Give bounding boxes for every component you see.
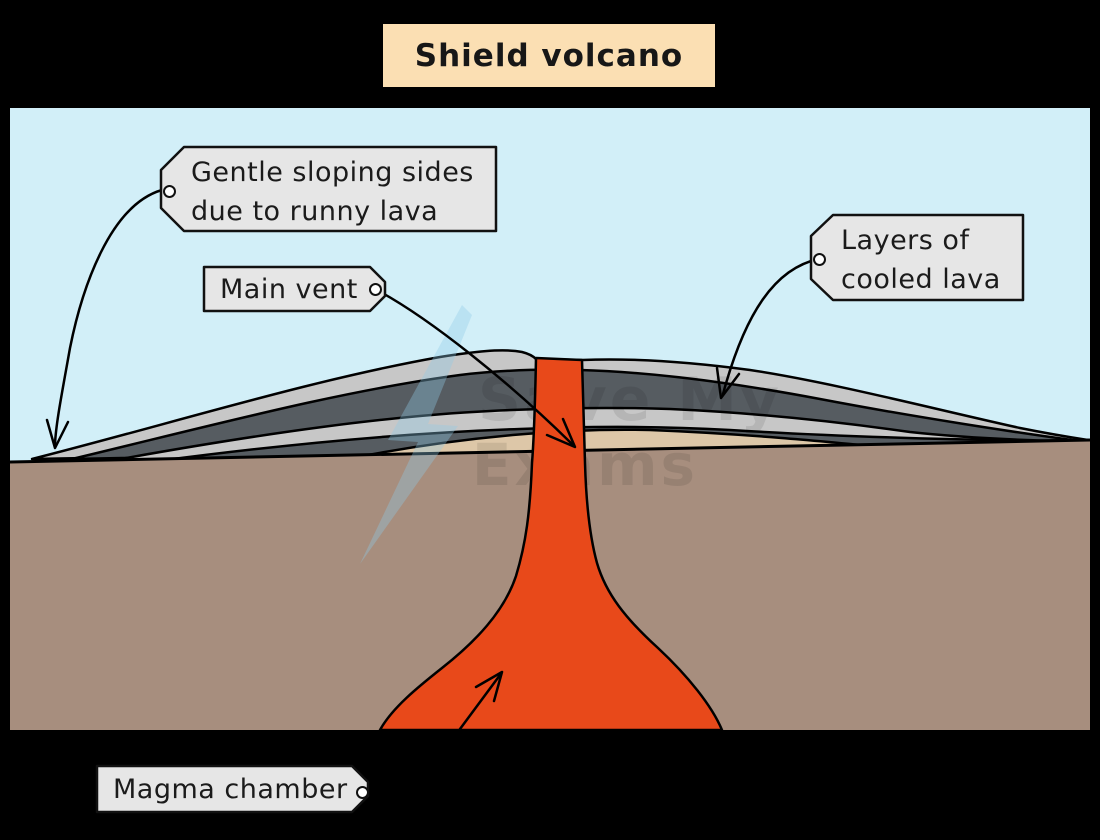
tag-eyelet	[163, 185, 176, 198]
label-line: Magma chamber	[113, 774, 348, 805]
volcano-illustration: Save My Exams	[10, 108, 1090, 730]
tag-eyelet	[369, 283, 382, 296]
watermark-bolt	[360, 305, 472, 564]
arrow-cooled-lava-layers	[715, 257, 821, 400]
label-line: Gentle sloping sides	[191, 157, 474, 188]
label-magma-chamber: Magma chamber	[95, 764, 370, 814]
tag-eyelet	[813, 253, 826, 266]
arrow-main-vent	[373, 287, 577, 449]
label-cooled-lava-layers-text: Layers of cooled lava	[809, 213, 1025, 302]
main-vent-and-magma-chamber	[378, 356, 724, 730]
label-line: cooled lava	[841, 264, 1001, 295]
arrow-magma-chamber	[458, 670, 504, 730]
label-tag-shape	[202, 265, 387, 313]
label-tag-shape	[809, 213, 1025, 302]
label-line: Main vent	[220, 274, 358, 305]
label-line: due to runny lava	[191, 196, 439, 227]
arrow-gentle-slopes	[45, 188, 164, 450]
label-gentle-slopes: Gentle sloping sides due to runny lava	[159, 145, 498, 233]
volcano-diagram: Save My Exams	[10, 108, 1090, 730]
label-main-vent-text: Main vent	[202, 265, 387, 313]
label-magma-chamber-text: Magma chamber	[95, 764, 370, 814]
diagram-title-text: Shield volcano	[414, 37, 684, 74]
label-tag-shape	[159, 145, 498, 233]
diagram-title: Shield volcano	[383, 24, 715, 87]
tag-eyelet	[356, 786, 369, 799]
label-tag-shape	[95, 764, 370, 814]
label-gentle-slopes-text: Gentle sloping sides due to runny lava	[159, 145, 498, 233]
label-line: Layers of	[841, 225, 970, 256]
label-cooled-lava-layers: Layers of cooled lava	[809, 213, 1025, 302]
label-main-vent: Main vent	[202, 265, 387, 313]
